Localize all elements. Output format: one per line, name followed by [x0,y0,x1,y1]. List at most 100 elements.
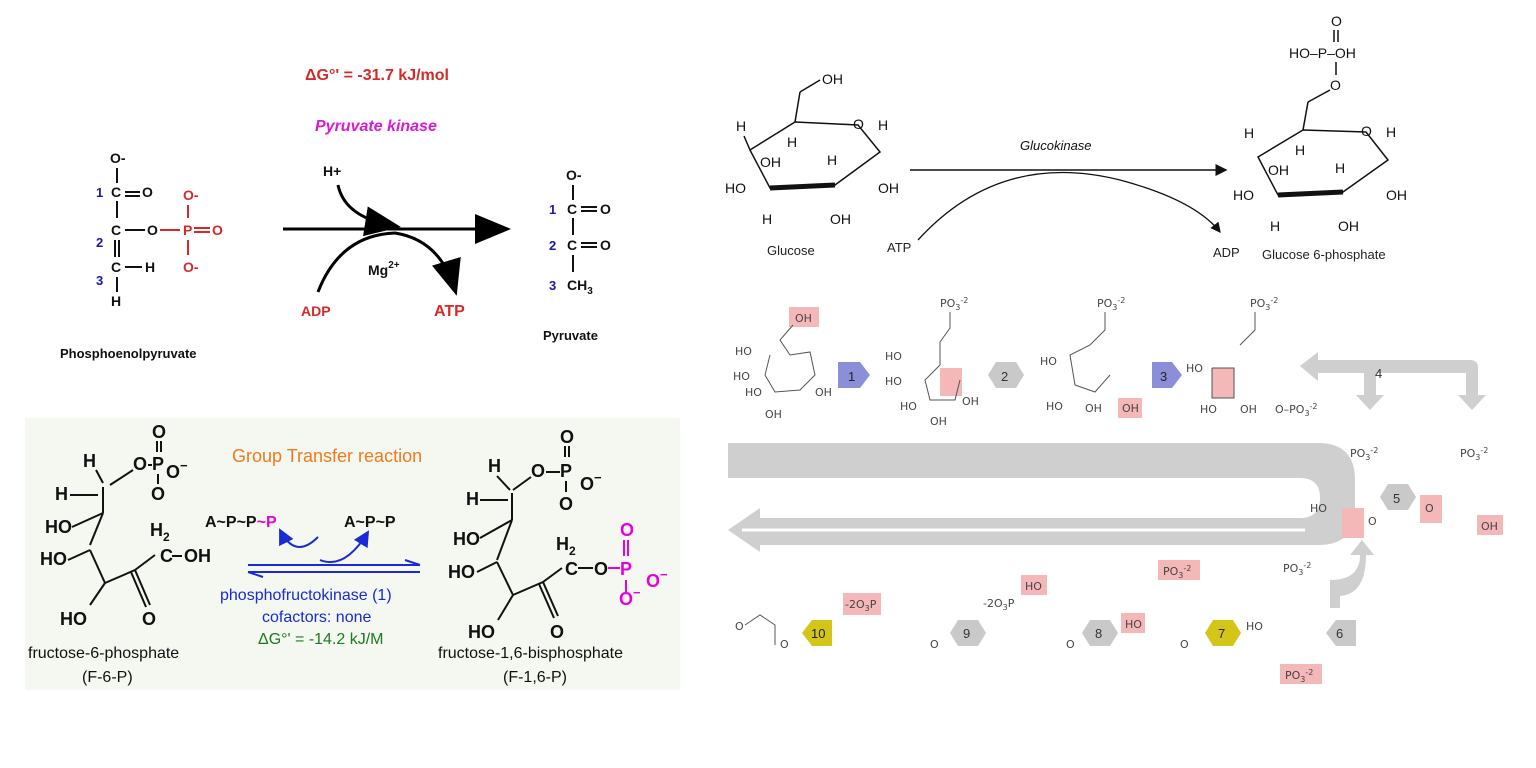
svg-text:H: H [1295,142,1305,158]
svg-text:O: O [1331,13,1342,29]
svg-text:C: C [111,259,121,275]
svg-text:OH: OH [1386,187,1407,203]
step-9-arrow [950,620,986,646]
f6p-abbr: (F-6-P) [82,669,133,686]
svg-text:OH: OH [1240,403,1257,416]
svg-text:HO: HO [900,400,917,413]
gk-adp-label: ADP [1213,245,1240,260]
pathway-g6p: PO3-2 HO HO HO OH OH [885,296,979,428]
svg-text:OH: OH [878,180,899,196]
substrate-label: Phosphoenolpyruvate [60,346,197,361]
svg-text:P: P [152,454,164,474]
step-3-number: 3 [1160,369,1167,384]
svg-text:O: O [1180,638,1189,651]
glucose-structure: OH O H H H OH HO H OH H OH [725,71,899,227]
svg-text:H: H [1386,124,1396,140]
atp-adp-curve [917,171,1221,241]
svg-text:C: C [111,184,121,200]
svg-text:O: O [620,520,634,540]
svg-text:PO3-2: PO3-2 [1350,446,1378,462]
svg-text:O: O [147,222,158,238]
step-1-arrow [838,362,870,388]
pathway-13bpg: PO3-2 HO PO3-2 [1246,561,1322,684]
svg-text:O: O [594,559,608,579]
svg-text:HO: HO [1186,362,1203,375]
svg-text:O: O [152,422,166,442]
step-2-number: 2 [1001,369,1008,384]
h-plus-label: H+ [323,163,341,179]
svg-text:O–PO3-2: O–PO3-2 [1275,402,1318,418]
svg-text:PO3-2: PO3-2 [1460,446,1488,462]
svg-text:HO: HO [1025,580,1042,593]
delta-g-label: ΔG°' = -31.7 kJ/mol [305,67,449,84]
pfk-background [25,418,680,690]
svg-text:HO: HO [885,350,902,363]
svg-text:P: P [183,222,192,238]
glucose-label: Glucose [767,243,815,258]
svg-text:PO3-2: PO3-2 [1250,296,1278,312]
svg-text:C: C [567,201,577,217]
product-label: Pyruvate [543,328,598,343]
pathway-pep: -2O3P O [843,593,939,651]
pyr-carbon-2: 2 [549,238,556,253]
step-8-number: 8 [1095,626,1102,641]
svg-text:HO: HO [40,549,67,569]
svg-text:H: H [787,134,797,150]
svg-text:O-: O- [566,167,582,183]
svg-text:H: H [762,211,772,227]
svg-text:O: O [853,116,864,132]
pyruvate-structure: O- C O C O CH3 1 2 3 [549,167,611,297]
svg-text:OH: OH [1268,162,1289,178]
pfk-enzyme: phosphofructokinase (1) [220,587,392,604]
pathway-uturn-arrow [728,443,1355,560]
svg-text:O: O [1066,638,1075,651]
pfk-delta-g: ΔG°' = -14.2 kJ/M [258,631,384,648]
svg-text:OH: OH [1085,402,1102,415]
pfk-panel: Group Transfer reaction O P O O− O H H H… [25,418,680,690]
f6p-structure: O P O O− O H H HO HO HO O [40,422,211,629]
pathway-f6p: PO3-2 HO HO OH OH [1040,296,1142,418]
svg-text:O: O [142,609,156,629]
svg-text:OH: OH [815,386,832,399]
svg-text:O: O [1330,77,1341,93]
svg-text:O: O [142,184,153,200]
svg-text:HO: HO [725,180,746,196]
svg-text:P: P [560,461,572,481]
svg-text:HO: HO [1200,403,1217,416]
svg-text:OH: OH [822,71,843,87]
step-6-number: 6 [1336,626,1343,641]
svg-text:H: H [827,152,837,168]
step-9-number: 9 [963,626,970,641]
pyr-carbon-3: 3 [549,278,556,293]
svg-text:HO: HO [1125,618,1142,631]
svg-text:OH: OH [930,415,947,428]
step-10-arrow [802,620,832,646]
f16bp-name: fructose-1,6-bisphosphate [438,645,623,662]
svg-text:O: O [600,237,611,253]
step-7-number: 7 [1218,626,1225,641]
g6p-label: Glucose 6-phosphate [1262,247,1386,262]
svg-text:-2O3P: -2O3P [845,598,877,613]
step-5-number: 5 [1393,491,1400,506]
svg-text:OH: OH [962,395,979,408]
svg-text:OH: OH [1122,402,1139,415]
svg-text:C: C [111,222,121,238]
svg-text:H: H [736,118,746,134]
pathway-3pg: PO3-2 HO O [1121,560,1200,651]
carbon-number-3: 3 [96,273,103,288]
adp-label: ADP [301,303,331,319]
pathway-f16bp: PO3-2 HO HO OH O–PO3-2 [1186,296,1318,418]
step-4-arrow [1300,352,1486,410]
svg-text:O: O [735,620,744,633]
pathway-dhap: PO3-2 O OH [1420,446,1503,535]
pathway-g3p: PO3-2 HO O [1310,446,1378,538]
phosphoenolpyruvate-structure: O- C O C O P O O- O- C H H 1 [96,150,223,309]
svg-text:H: H [878,117,888,133]
step-6-connector [1330,540,1374,608]
svg-text:PO3-2: PO3-2 [1283,561,1311,577]
svg-text:PO3-2: PO3-2 [1097,296,1125,312]
adp-atp-curve [316,231,461,296]
svg-text:HO: HO [1046,400,1063,413]
svg-text:O: O [550,622,564,642]
